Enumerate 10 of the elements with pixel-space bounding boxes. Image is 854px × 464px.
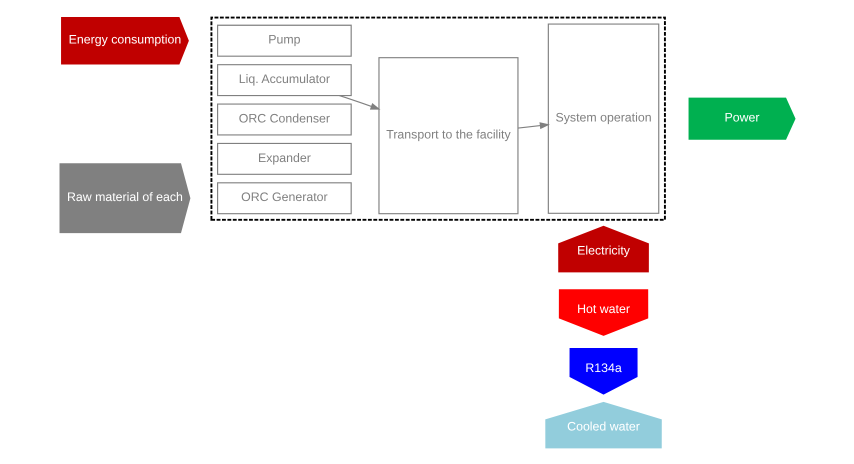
node-box: Expander <box>216 142 352 175</box>
node-box: System operation <box>547 24 659 214</box>
arrow <box>338 95 380 110</box>
node-box: Liq. Accumulator <box>216 64 352 96</box>
cluster <box>210 16 666 221</box>
arrow <box>518 122 550 130</box>
node-box: ORC Condenser <box>216 103 352 136</box>
node-box: Pump <box>216 24 352 57</box>
node-box: Transport to the facility <box>378 57 518 214</box>
node-box: ORC Generator <box>216 182 352 214</box>
